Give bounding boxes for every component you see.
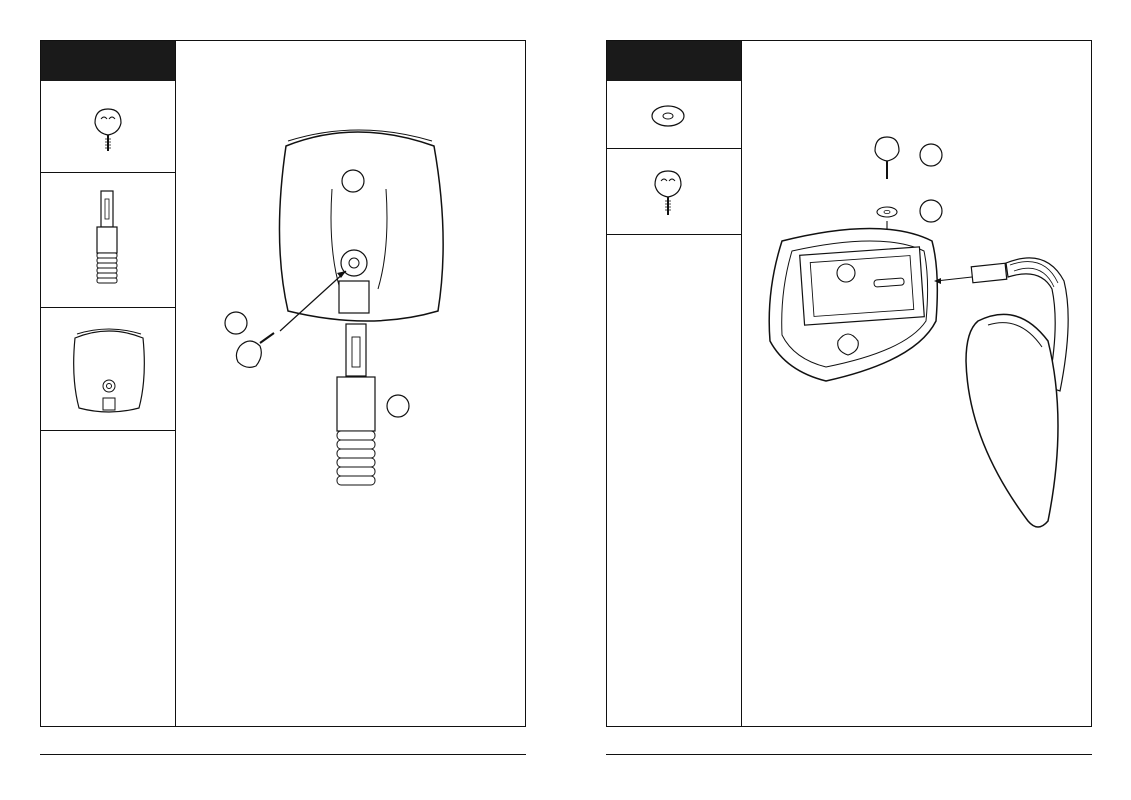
assembly-diagram: [224, 129, 444, 486]
part-seat-shell: [41, 308, 175, 431]
gas-lift-cylinder-icon: [96, 190, 118, 284]
callout-circle: [919, 199, 943, 223]
footer-rule: [40, 754, 526, 755]
parts-sidebar: [607, 41, 742, 726]
part-knob-screw: [607, 149, 741, 235]
knob-screw-icon: [94, 108, 122, 151]
assembly-area: [742, 41, 1091, 726]
callout-circle: [341, 169, 365, 193]
callout-circle: [919, 143, 943, 167]
parts-sidebar: [41, 41, 176, 726]
callout-circle: [386, 394, 410, 418]
seat-shell-icon: [73, 328, 145, 413]
step-header: [41, 41, 175, 81]
part-gas-lift: [41, 173, 175, 308]
instruction-page-right: [606, 40, 1092, 727]
part-knob-screw: [41, 81, 175, 173]
washer-icon: [651, 105, 685, 127]
knob-screw-icon: [654, 170, 682, 215]
step-header: [607, 41, 741, 81]
callout-circle: [224, 311, 248, 335]
part-washer: [607, 81, 741, 149]
assembly-diagram: [768, 136, 1069, 528]
footer-rule: [606, 754, 1092, 755]
assembly-area: [176, 41, 525, 726]
instruction-page-left: [40, 40, 526, 727]
